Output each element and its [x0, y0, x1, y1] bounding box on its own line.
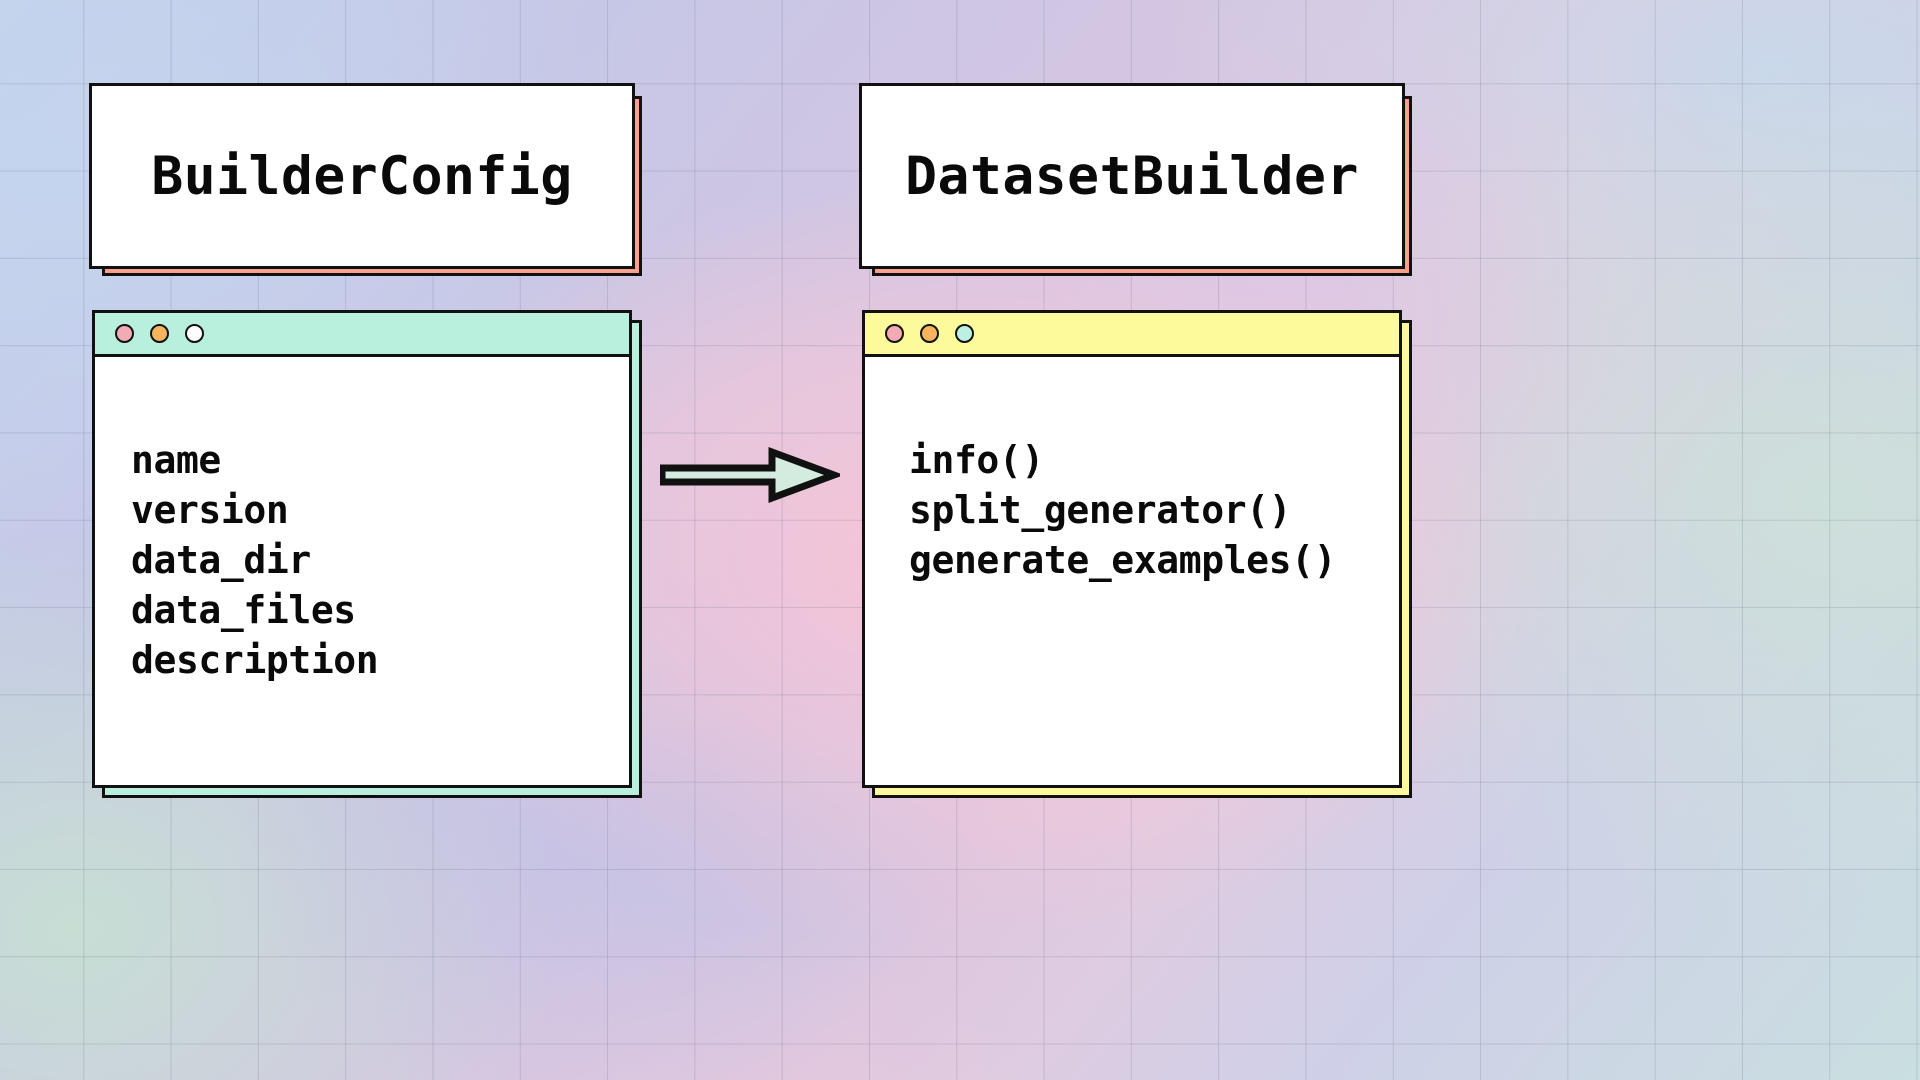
title-card-face: BuilderConfig [89, 83, 635, 269]
member-item: description [131, 638, 379, 682]
member-item: name [131, 438, 221, 482]
maximize-dot-icon[interactable] [185, 324, 204, 343]
maximize-dot-icon[interactable] [955, 324, 974, 343]
window-body-dataset-builder: info() split_generator() generate_exampl… [865, 357, 1399, 785]
member-list-builder-config: name version data_dir data_files descrip… [131, 435, 379, 685]
minimize-dot-icon[interactable] [920, 324, 939, 343]
node-title-builder-config: BuilderConfig [151, 145, 573, 207]
window-titlebar-dataset-builder[interactable] [865, 313, 1399, 357]
close-dot-icon[interactable] [885, 324, 904, 343]
window-body-builder-config: name version data_dir data_files descrip… [95, 357, 629, 785]
member-item: split_generator() [909, 488, 1292, 532]
close-dot-icon[interactable] [115, 324, 134, 343]
member-item: data_files [131, 588, 356, 632]
node-window-dataset-builder[interactable]: info() split_generator() generate_exampl… [862, 310, 1412, 798]
window-face-dataset-builder: info() split_generator() generate_exampl… [862, 310, 1402, 788]
node-title-dataset-builder: DatasetBuilder [905, 145, 1359, 207]
flow-arrow-icon [660, 446, 840, 504]
member-item: data_dir [131, 538, 311, 582]
member-item: info() [909, 438, 1044, 482]
window-titlebar-builder-config[interactable] [95, 313, 629, 357]
member-list-dataset-builder: info() split_generator() generate_exampl… [909, 435, 1336, 585]
title-card-face: DatasetBuilder [859, 83, 1405, 269]
node-window-builder-config[interactable]: name version data_dir data_files descrip… [92, 310, 642, 798]
window-face-builder-config: name version data_dir data_files descrip… [92, 310, 632, 788]
minimize-dot-icon[interactable] [150, 324, 169, 343]
member-item: generate_examples() [909, 538, 1337, 582]
node-title-card-builder-config[interactable]: BuilderConfig [89, 83, 642, 276]
member-item: version [131, 488, 289, 532]
node-title-card-dataset-builder[interactable]: DatasetBuilder [859, 83, 1412, 276]
arrow-shape [660, 446, 840, 504]
